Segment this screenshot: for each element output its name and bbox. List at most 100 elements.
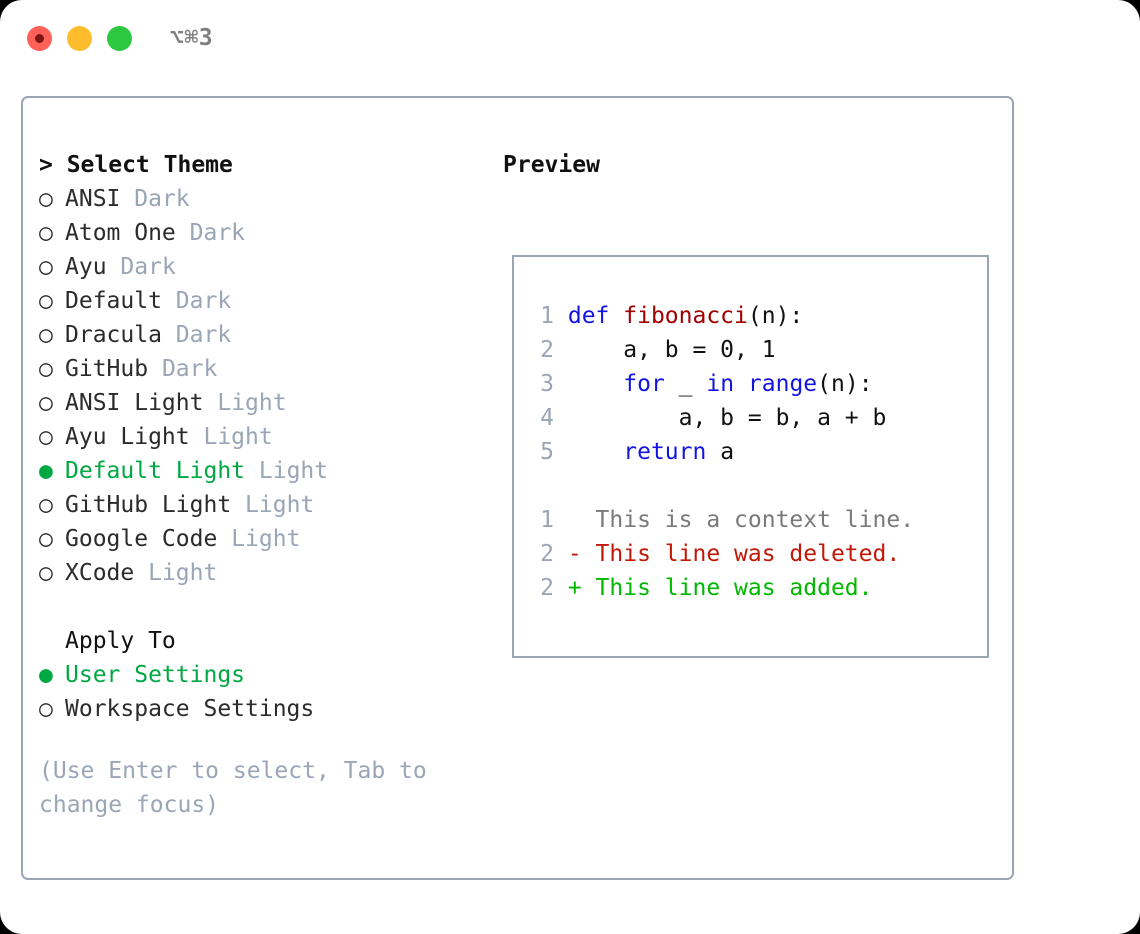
radio-unselected-icon: ○ [39, 356, 53, 382]
theme-selector-column: > Select Theme ○ANSI Dark○Atom One Dark○… [39, 148, 499, 822]
code-line: 1 def fibonacci(n): [524, 299, 983, 333]
code-token: in [706, 371, 735, 397]
preview-column: Preview 1 def fibonacci(n):2 a, b = 0, 1… [503, 148, 1003, 658]
code-token: range [747, 371, 818, 397]
code-spacer [524, 469, 983, 503]
code-line: 3 for _ in range(n): [524, 367, 983, 401]
theme-name: Default [65, 288, 162, 314]
radio-unselected-icon: ○ [39, 220, 53, 246]
radio-unselected-icon: ○ [39, 492, 53, 518]
code-token: fibonacci [623, 303, 748, 329]
radio-unselected-icon: ○ [39, 288, 53, 314]
radio-unselected-icon: ○ [39, 424, 53, 450]
title-bar: ⌥⌘3 [0, 0, 1140, 78]
radio-unselected-icon: ○ [39, 322, 53, 348]
theme-list-item[interactable]: ○Google Code Light [39, 522, 499, 556]
theme-variant-tag: Dark [175, 322, 232, 348]
code-token: a, b = b, a + b [567, 405, 887, 431]
radio-unselected-icon: ○ [39, 526, 53, 552]
keyboard-shortcut-label: ⌥⌘3 [170, 25, 214, 51]
theme-list-item[interactable]: ○XCode Light [39, 556, 499, 590]
code-token: return [623, 439, 707, 465]
theme-variant-tag: Light [245, 492, 315, 518]
diff-line-text: + This line was added. [567, 575, 873, 601]
radio-selected-icon: ● [39, 662, 53, 688]
apply-to-item[interactable]: ● User Settings [39, 658, 499, 692]
code-line-number: 1 [540, 507, 554, 533]
radio-unselected-icon: ○ [39, 560, 53, 586]
code-token: a, b = 0, 1 [567, 337, 776, 363]
code-line-number: 2 [540, 337, 554, 363]
theme-variant-tag: Light [258, 458, 329, 484]
select-theme-heading: > Select Theme [39, 152, 233, 178]
apply-to-item[interactable]: ○Workspace Settings [39, 692, 499, 726]
theme-name: Atom One [65, 220, 176, 246]
code-line-number: 2 [540, 541, 554, 567]
radio-selected-icon: ● [39, 458, 53, 484]
theme-name: ANSI [65, 186, 121, 212]
code-token [734, 371, 748, 397]
theme-name: GitHub [65, 356, 149, 382]
radio-unselected-icon: ○ [39, 254, 53, 280]
main-panel: > Select Theme ○ANSI Dark○Atom One Dark○… [21, 96, 1014, 880]
apply-to-label: User Settings [65, 662, 246, 688]
theme-list-item[interactable]: ○ ANSI Dark [39, 182, 499, 216]
window-controls [27, 26, 132, 51]
radio-unselected-icon: ○ [39, 186, 53, 212]
code-line: 4 a, b = b, a + b [524, 401, 983, 435]
code-token: (n): [747, 303, 804, 329]
code-line: 5 return a [524, 435, 983, 469]
code-token: a [706, 439, 735, 465]
theme-name: Default Light [65, 458, 246, 484]
section-spacer [39, 590, 499, 624]
theme-name: Google Code [65, 526, 218, 552]
code-line-number: 5 [540, 439, 554, 465]
theme-list-item[interactable]: ○ GitHub Light Light [39, 488, 499, 522]
theme-name: Dracula [65, 322, 162, 348]
theme-list-item[interactable]: ○Ayu Dark [39, 250, 499, 284]
code-line-number: 2 [540, 575, 554, 601]
code-line-number: 1 [540, 303, 554, 329]
code-line-number: 3 [540, 371, 554, 397]
theme-variant-tag: Light [203, 424, 273, 450]
theme-list-item[interactable]: ○ Default Dark [39, 284, 499, 318]
code-token [568, 371, 623, 397]
apply-to-list[interactable]: ● User Settings ○Workspace Settings [39, 658, 499, 726]
theme-name: Ayu [65, 254, 107, 280]
diff-line: 2 + This line was added. [524, 571, 983, 605]
code-token [568, 439, 623, 465]
theme-name: ANSI Light [65, 390, 204, 416]
code-token: (n): [817, 371, 873, 397]
code-line: 2 a, b = 0, 1 [524, 333, 983, 367]
code-line-number: 4 [540, 405, 554, 431]
theme-list-item[interactable]: ● Default Light Light [39, 454, 499, 488]
diff-line-text: This is a context line. [567, 507, 915, 533]
theme-variant-tag: Light [217, 390, 287, 416]
theme-variant-tag: Dark [161, 356, 218, 382]
theme-list[interactable]: ○ ANSI Dark ○ Atom One Dark ○ Ayu Dark ○ Defaul… [39, 182, 499, 590]
diff-line-text: - This line was deleted. [567, 541, 901, 567]
apply-to-heading: Apply To [65, 628, 176, 654]
theme-list-item[interactable]: ○ Atom One Dark [39, 216, 499, 250]
theme-list-item[interactable]: ○ GitHub Dark [39, 352, 499, 386]
theme-variant-tag: Dark [175, 288, 232, 314]
radio-unselected-icon: ○ [39, 390, 53, 416]
theme-name: XCode [65, 560, 135, 586]
apply-to-label: Workspace Settings [65, 696, 315, 722]
theme-name: Ayu Light [65, 424, 190, 450]
theme-variant-tag: Dark [134, 186, 190, 212]
minimize-button[interactable] [67, 26, 92, 51]
diff-line: 1 This is a context line. [524, 503, 983, 537]
maximize-button[interactable] [107, 26, 132, 51]
keyboard-hint-text: (Use Enter to select, Tab to change focu… [39, 758, 441, 818]
code-token: _ [664, 371, 707, 397]
close-button[interactable] [27, 26, 52, 51]
theme-list-item[interactable]: ○ Dracula Dark [39, 318, 499, 352]
theme-list-item[interactable]: ○ ANSI Light Light [39, 386, 499, 420]
theme-name: GitHub Light [65, 492, 232, 518]
diff-line: 2 - This line was deleted. [524, 537, 983, 571]
theme-list-item[interactable]: ○ Ayu Light Light [39, 420, 499, 454]
theme-variant-tag: Dark [189, 220, 246, 246]
